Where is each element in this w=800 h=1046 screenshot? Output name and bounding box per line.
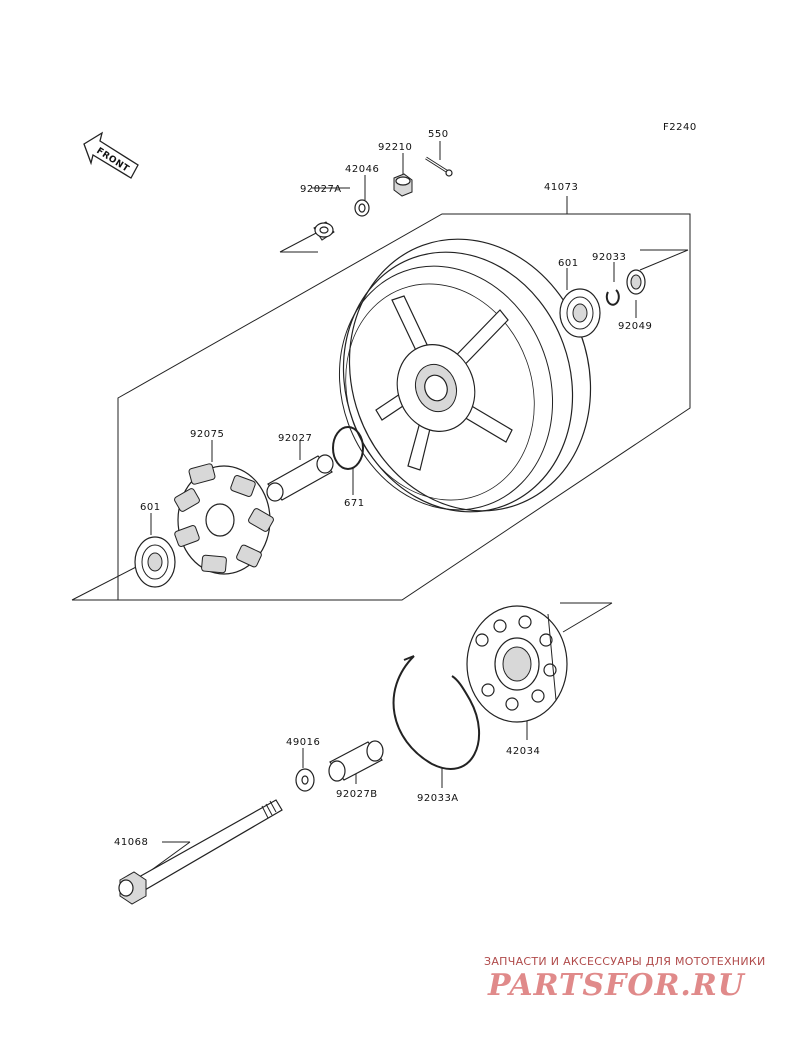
cotter-pin-550: [425, 156, 453, 177]
washer-42046: [354, 199, 370, 217]
front-arrow-icon: FRONT: [83, 131, 139, 179]
label-92027B: 92027B: [336, 789, 378, 800]
axle-41068: [118, 799, 283, 905]
label-92027A: 92027A: [300, 184, 342, 195]
watermark-logo: PARTSFOR.RU: [487, 968, 746, 1003]
damper-92075: [174, 463, 274, 575]
coupling-42034: [466, 605, 568, 723]
wheel-assembly-frame: [71, 196, 691, 601]
watermark-caption: ЗАПЧАСТИ И АКСЕССУАРЫ ДЛЯ МОТОТЕХНИКИ: [484, 955, 766, 968]
rear-wheel-41073: [338, 238, 592, 513]
label-41068: 41068: [114, 837, 148, 848]
label-550: 550: [428, 129, 449, 140]
oil-seal-92049: [626, 269, 646, 295]
washer-49016: [295, 768, 315, 792]
label-92075: 92075: [190, 429, 224, 440]
label-42034: 42034: [506, 746, 540, 757]
label-92210: 92210: [378, 142, 412, 153]
bearing-601-right: [559, 288, 601, 338]
collar-92027B: [328, 740, 384, 782]
label-601-right: 601: [558, 258, 579, 269]
axle-nut-92210: [393, 173, 413, 197]
figure-code: F2240: [663, 122, 697, 133]
part-labels: 550 92210 42046 92027A 41073 601 92033 9…: [114, 129, 652, 848]
label-49016: 49016: [286, 737, 320, 748]
label-41073: 41073: [544, 182, 578, 193]
label-92027: 92027: [278, 433, 312, 444]
circlip-92033A: [392, 655, 480, 770]
o-ring-671: [332, 426, 364, 470]
collar-92027: [266, 454, 334, 502]
label-42046: 42046: [345, 164, 379, 175]
watermark: ЗАПЧАСТИ И АКСЕССУАРЫ ДЛЯ МОТОТЕХНИКИ PA…: [484, 955, 766, 1003]
label-601-left: 601: [140, 502, 161, 513]
label-671: 671: [344, 498, 365, 509]
label-92033A: 92033A: [417, 793, 459, 804]
collar-92027A: [313, 221, 335, 241]
label-92049: 92049: [618, 321, 652, 332]
circlip-92033: [605, 289, 620, 306]
bearing-601-left: [134, 536, 176, 588]
label-92033: 92033: [592, 252, 626, 263]
